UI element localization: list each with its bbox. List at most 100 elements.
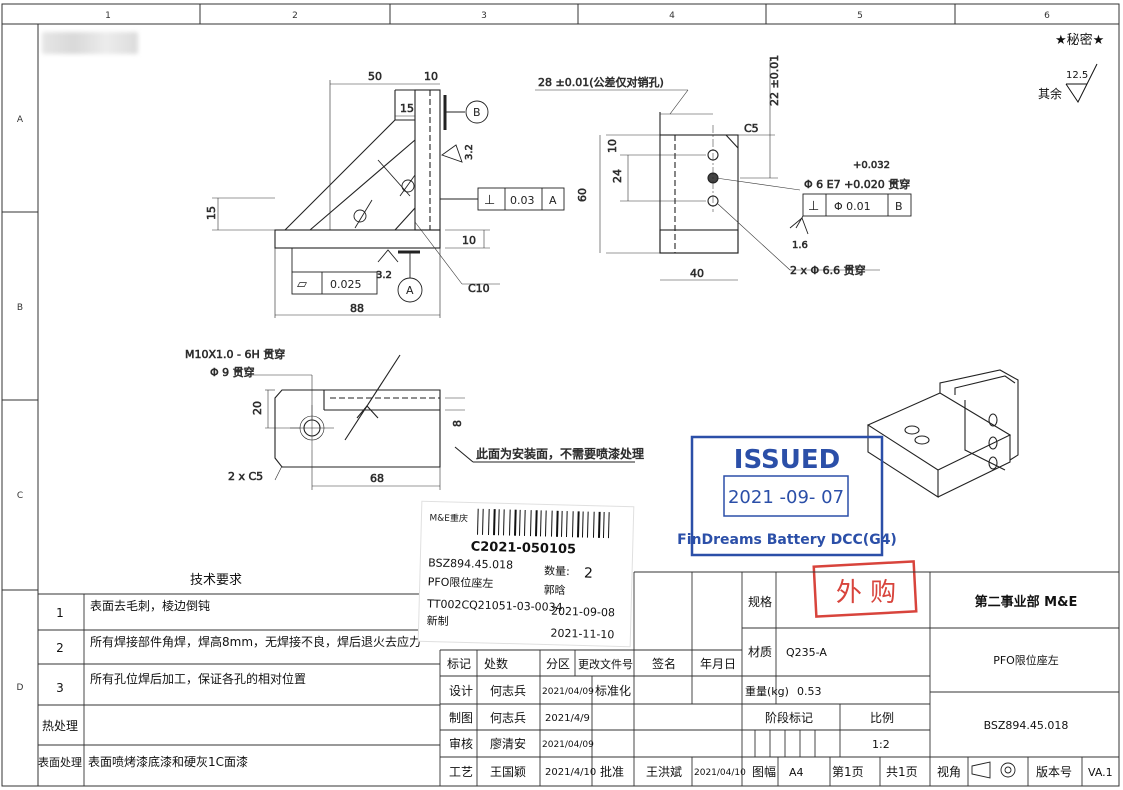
barcode-bar [539,510,542,537]
barcode-bar [503,509,505,536]
page-num: 第1页 [832,765,864,779]
flat-tol: 0.025 [330,278,362,291]
barcode-bar [592,511,595,538]
label-org: M&E重庆 [429,511,468,524]
dim-28: 28 ±0.01(公差仅对销孔) [538,75,664,89]
perp-datum: A [549,194,557,207]
issued-stamp: ISSUED 2021 -09- 07 FinDreams Battery DC… [677,435,897,557]
label-part-name: PFO限位座左 [428,574,494,590]
dim-20: 20 [251,401,264,415]
dim-8: 8 [451,420,464,427]
heat-label: 热处理 [42,719,78,733]
stage-label: 阶段标记 [765,710,813,725]
surface-label: 表面处理 [38,755,82,769]
version-label: 版本号 [1036,765,1072,779]
row-label: D [17,683,24,693]
design-date: 2021/04/09 [542,687,594,697]
drafter: 何志兵 [490,711,526,725]
dim-88: 88 [350,302,364,315]
front-dims: 50 10 15 15 10 88 C10 3.2 3.2 [205,70,500,316]
tech-title: 技术要求 [190,573,242,588]
barcode-bar [555,510,559,537]
top-view [274,354,635,468]
pos-tol: Φ 0.01 [834,200,871,213]
front-view [274,80,441,318]
title-block [439,571,1119,786]
design-label: 设计 [449,684,473,698]
pos-datum: B [895,200,903,213]
row-label: B [17,303,23,313]
row-label: A [17,115,24,125]
dim-68: 68 [370,472,384,485]
barcode-bar [509,509,511,536]
barcode-bar [571,511,574,538]
page-total: 共1页 [886,765,918,779]
std-label: 标准化 [595,684,631,698]
side-fcf [789,193,912,235]
label-date2: 2021-11-10 [550,627,614,642]
purchased-text: 外 购 [836,578,896,608]
datum-b-label: B [473,106,481,119]
dim-10: 10 [606,139,619,153]
col-label: 4 [669,11,675,21]
crafter: 王国颖 [490,765,526,779]
barcode [477,508,610,539]
check-date: 2021/04/09 [542,740,594,750]
drawing-number: BSZ894.45.018 [984,719,1069,732]
redacted-logo [42,32,138,54]
side-view [659,112,739,254]
label-date1: 2021-09-08 [551,605,615,620]
front-symbols [291,95,565,303]
dim-15-top: 15 [400,102,414,115]
datum-a-label: A [406,284,414,297]
barcode-bar [482,508,484,535]
holes-66: 2 x Φ 6.6 贯穿 [790,263,866,277]
barcode-bar [602,512,605,539]
surface-text: 表面喷烤漆底漆和硬灰1C面漆 [88,754,248,769]
barcode-bar [513,509,517,536]
roughness-value: 12.5 [1066,70,1088,81]
version: VA.1 [1088,766,1113,779]
label-kind: 新制 [427,613,449,628]
col-label: 2 [292,11,298,21]
craft-date: 2021/4/10 [545,767,596,778]
front-fcf-text: B A ⊥ 0.03 A ▱ 0.025 [297,106,557,297]
barcode-bar [493,509,496,536]
hdr-doc: 更改文件号 [578,657,633,671]
material-label: 材质 [748,645,772,659]
hdr-mark: 标记 [447,657,471,671]
perp-tol: 0.03 [510,194,535,207]
check-label: 审核 [449,736,473,751]
label-person: 郭晗 [543,582,565,597]
phi9-callout: Φ 9 贯穿 [210,365,255,379]
checker: 廖清安 [490,736,526,751]
grid-labels: 1 2 3 4 5 6 A B C D [17,11,1051,693]
hole-upper: +0.032 [853,160,890,171]
label-qty-label: 数量: [544,564,570,578]
flatness-icon: ▱ [297,277,307,292]
barcode-bar [607,512,610,539]
approve-date: 2021/04/10 [694,768,746,778]
hdr-date: 年月日 [700,657,736,671]
col-label: 1 [105,11,111,21]
barcode-bar [576,511,580,538]
perp-symbol-side: ⊥ [808,199,819,214]
rough-3-2-a: 3.2 [464,144,475,160]
barcode-bar [586,511,589,538]
material: Q235-A [786,646,827,659]
barcode-bar [550,510,553,537]
draw-date: 2021/4/9 [545,713,590,724]
barcode-bar [597,511,601,538]
barcode-bar [488,509,490,536]
barcode-bar [544,510,547,537]
top-dims: M10X1.0 - 6H 贯穿 Φ 9 贯穿 20 8 68 2 x C5 此面… [185,347,644,490]
dim-24: 24 [611,169,624,183]
approver: 王洪斌 [646,765,682,779]
confidential-mark: ★秘密★ [1055,32,1104,48]
req-text: 所有焊接部件角焊，焊高8mm，无焊接不良，焊后退火去应力 [90,634,421,649]
chamfer-c5: C5 [744,122,759,135]
iso-view [866,369,1019,499]
hole-spec: Φ 6 E7 +0.020 贯穿 [804,177,910,191]
hdr-zone: 分区 [546,657,570,671]
dim-60: 60 [576,188,589,202]
